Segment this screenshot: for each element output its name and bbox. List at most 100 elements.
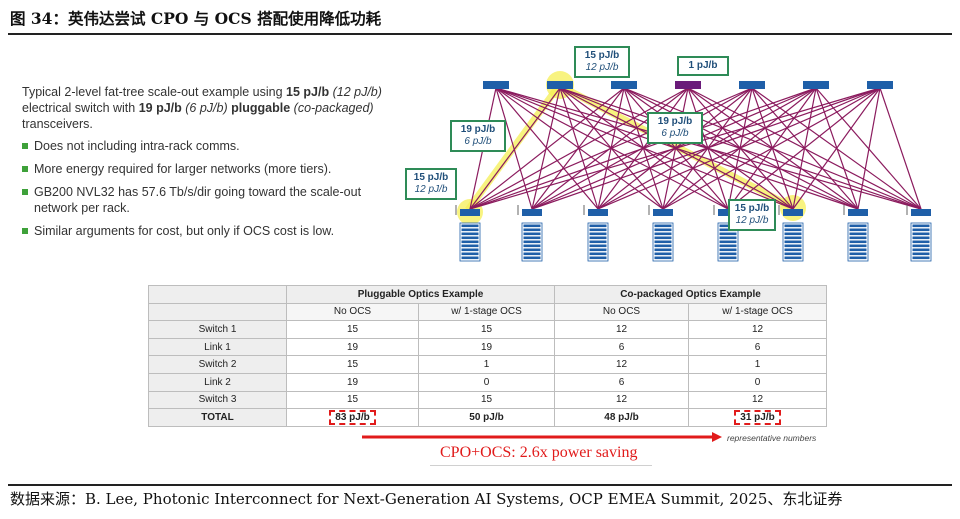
- row-label: Switch 2: [148, 355, 287, 374]
- link-line: [559, 87, 664, 210]
- link-line: [531, 87, 753, 210]
- total-cell: 83 pJ/b: [286, 408, 419, 427]
- link-line: [687, 87, 922, 210]
- rack-server: [912, 244, 930, 248]
- table-cell: 1: [687, 355, 828, 374]
- rack-server: [849, 248, 867, 252]
- rack-server: [461, 244, 479, 248]
- rack-server: [461, 240, 479, 244]
- server-racks: [459, 222, 932, 262]
- source-note: 数据来源：B. Lee, Photonic Interconnect for N…: [10, 490, 843, 508]
- table-row: Switch 2 15 1 12 1: [148, 355, 828, 374]
- link-line: [531, 87, 817, 210]
- right-leaf-energy-label: 15 pJ/b 12 pJ/b: [728, 199, 776, 231]
- link-line: [559, 87, 794, 210]
- rack-server: [849, 240, 867, 244]
- link-line: [662, 87, 881, 210]
- link-line: [623, 87, 922, 210]
- link-line: [495, 87, 922, 210]
- highlight-box: 83 pJ/b: [329, 409, 376, 425]
- rack-server: [912, 236, 930, 240]
- rack-server: [461, 228, 479, 232]
- rack-server: [654, 224, 672, 228]
- bullet-item: Similar arguments for cost, but only if …: [22, 223, 402, 239]
- highlight-box: 31 pJ/b: [734, 409, 781, 425]
- rack-server: [461, 248, 479, 252]
- leaf-switch: [460, 209, 480, 216]
- table-cell: 12: [554, 390, 689, 410]
- rack-server: [523, 240, 541, 244]
- rack-server: [719, 252, 737, 256]
- pluggable-header: Pluggable Optics Example: [286, 285, 555, 304]
- table-cell: 15: [418, 320, 555, 339]
- link-line: [623, 87, 794, 210]
- link-line: [469, 87, 881, 210]
- leaf-switch: [653, 209, 673, 216]
- rack-server: [523, 232, 541, 236]
- link-line: [623, 87, 664, 210]
- rack-server: [912, 224, 930, 228]
- link-line: [687, 87, 859, 210]
- link-line: [879, 87, 922, 210]
- table-cell: 0: [418, 372, 555, 392]
- link-line: [531, 87, 689, 210]
- rack-server: [523, 228, 541, 232]
- spine-switch: [547, 81, 573, 89]
- spine-switch: [739, 81, 765, 89]
- rack-server: [589, 224, 607, 228]
- top-switch-energy-label: 15 pJ/b 12 pJ/b: [574, 46, 630, 78]
- leaf-switch: [911, 209, 931, 216]
- rack-server: [589, 256, 607, 260]
- row-label: Switch 1: [148, 320, 287, 339]
- server-rack: [587, 222, 609, 262]
- link-line: [662, 87, 817, 210]
- server-rack: [782, 222, 804, 262]
- row-label: TOTAL: [148, 408, 287, 427]
- spine-highlight: [546, 71, 574, 99]
- table-cell: 15: [286, 320, 419, 339]
- column-header: No OCS: [554, 302, 689, 322]
- server-rack: [521, 222, 543, 262]
- rack-server: [912, 240, 930, 244]
- link-line: [727, 87, 881, 210]
- cpo-header: Co-packaged Optics Example: [553, 285, 828, 304]
- link-line: [597, 87, 881, 210]
- rack-server: [849, 232, 867, 236]
- rack-server: [912, 256, 930, 260]
- link-line: [469, 87, 817, 210]
- table-cell: 19: [286, 372, 419, 392]
- rack-server: [523, 224, 541, 228]
- link-line: [815, 87, 922, 210]
- saving-arrow: [362, 432, 722, 442]
- bullet-item: Does not including intra-rack comms.: [22, 138, 402, 154]
- rack-server: [849, 244, 867, 248]
- saving-arrow-head: [712, 432, 722, 442]
- server-rack: [847, 222, 869, 262]
- rack-server: [849, 252, 867, 256]
- column-header: w/ 1-stage OCS: [687, 302, 828, 322]
- link-line: [727, 87, 817, 210]
- column-header: No OCS: [286, 302, 419, 322]
- ocs-energy-label: 1 pJ/b: [677, 56, 729, 76]
- link-line: [792, 87, 817, 210]
- rack-server: [589, 228, 607, 232]
- table-group-header-row: Pluggable Optics Example Co-packaged Opt…: [148, 285, 828, 304]
- rack-server: [719, 244, 737, 248]
- rack-server: [461, 224, 479, 228]
- rack-server: [589, 240, 607, 244]
- server-rack: [459, 222, 481, 262]
- rack-server: [654, 252, 672, 256]
- row-label: Link 2: [148, 372, 287, 392]
- table-cell: 12: [554, 320, 689, 339]
- link-line: [531, 87, 881, 210]
- link-line: [751, 87, 859, 210]
- link-line: [495, 87, 599, 210]
- rack-server: [849, 228, 867, 232]
- table-row: Link 2 19 0 6 0: [148, 372, 828, 392]
- rack-server: [784, 244, 802, 248]
- rack-server: [654, 228, 672, 232]
- table-cell: 12: [554, 355, 689, 374]
- link-line: [559, 87, 859, 210]
- rack-server: [523, 256, 541, 260]
- link-line: [662, 87, 753, 210]
